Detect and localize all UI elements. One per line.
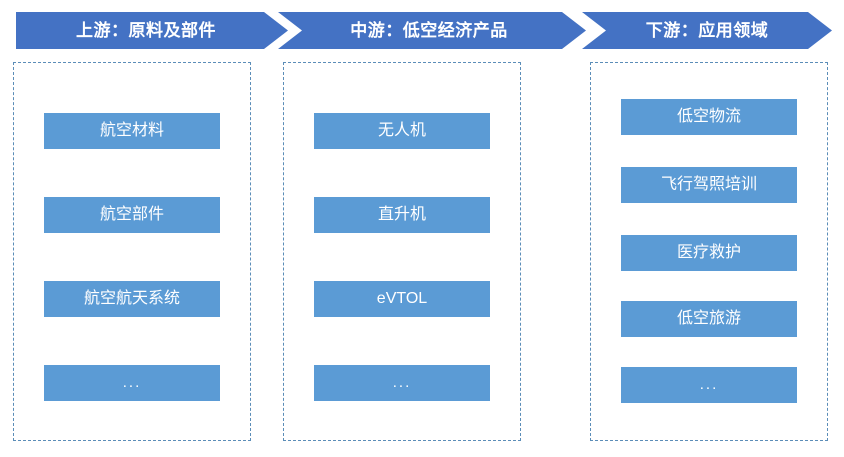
list-item[interactable]: 低空物流 xyxy=(621,99,797,135)
header-label-downstream: 下游：应用领域 xyxy=(645,21,769,40)
value-chain-header: 上游：原料及部件 中游：低空经济产品 下游：应用领域 xyxy=(16,12,832,49)
value-chain-columns: 航空材料 航空部件 航空航天系统 ... 无人机 直升机 eVTOL ... 低… xyxy=(0,62,844,441)
list-item[interactable]: 航空部件 xyxy=(44,197,220,233)
list-item-more[interactable]: ... xyxy=(314,365,490,401)
header-label-midstream: 中游：低空经济产品 xyxy=(350,21,508,40)
list-item[interactable]: eVTOL xyxy=(314,281,490,317)
column-midstream: 无人机 直升机 eVTOL ... xyxy=(283,62,521,441)
list-item-more[interactable]: ... xyxy=(621,367,797,403)
column-downstream: 低空物流 飞行驾照培训 医疗救护 低空旅游 ... xyxy=(590,62,828,441)
list-item[interactable]: 直升机 xyxy=(314,197,490,233)
list-item[interactable]: 飞行驾照培训 xyxy=(621,167,797,203)
list-item[interactable]: 医疗救护 xyxy=(621,235,797,271)
list-item-more[interactable]: ... xyxy=(44,365,220,401)
list-item[interactable]: 航空材料 xyxy=(44,113,220,149)
header-label-upstream: 上游：原料及部件 xyxy=(76,21,216,40)
chevron-segment-downstream xyxy=(582,12,832,49)
column-upstream: 航空材料 航空部件 航空航天系统 ... xyxy=(13,62,251,441)
list-item[interactable]: 无人机 xyxy=(314,113,490,149)
chevron-segment-midstream xyxy=(278,12,586,49)
list-item[interactable]: 低空旅游 xyxy=(621,301,797,337)
chevron-segment-upstream xyxy=(16,12,288,49)
list-item[interactable]: 航空航天系统 xyxy=(44,281,220,317)
chevron-band-graphic xyxy=(16,12,832,49)
